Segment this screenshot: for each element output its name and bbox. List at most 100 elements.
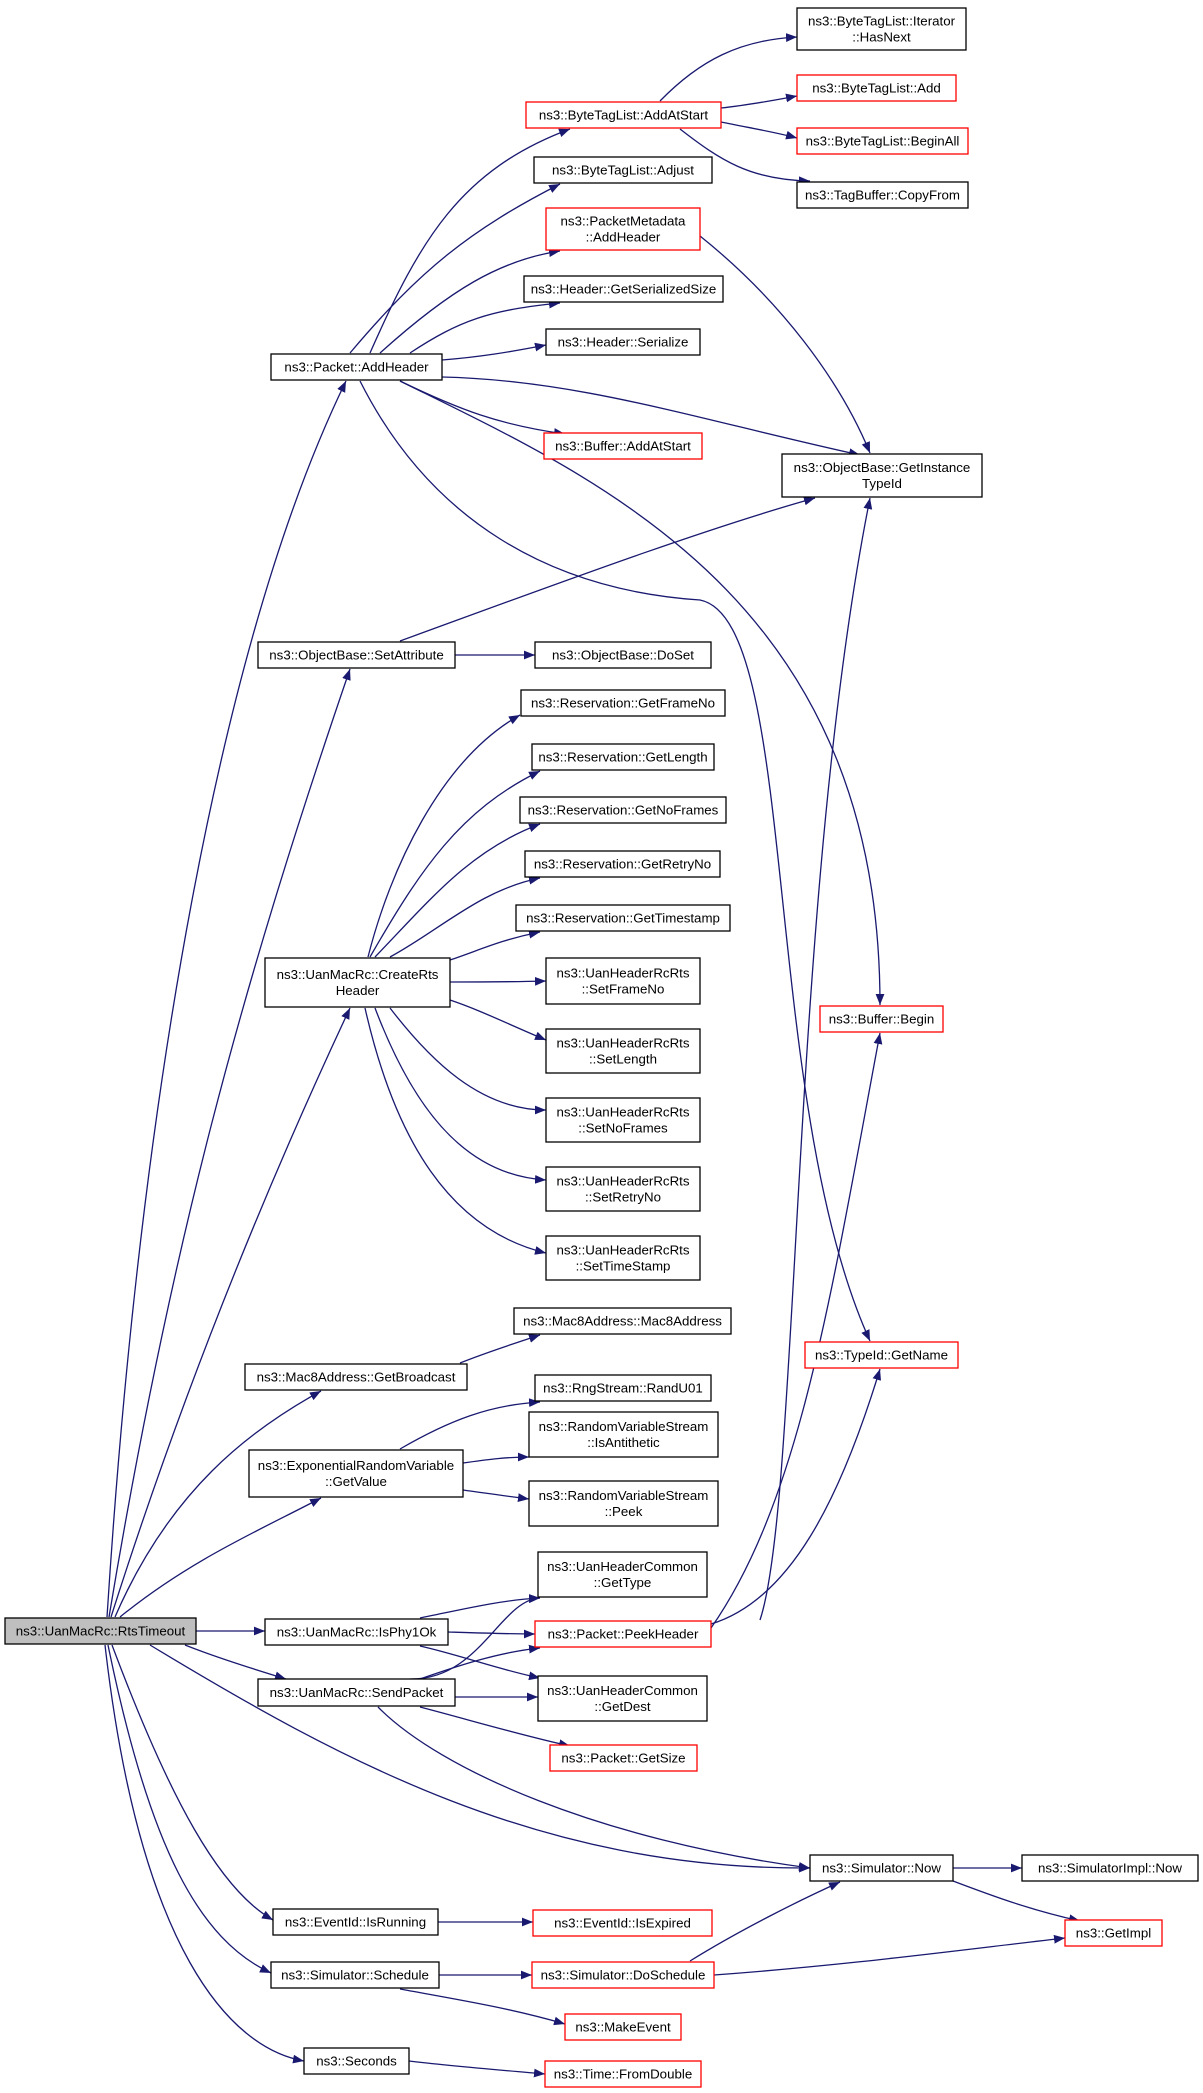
node-n4[interactable]: ns3::ByteTagList::Add [796,74,957,102]
edge-n34-to-n36 [447,1629,536,1639]
node-n16[interactable]: ns3::ObjectBase::DoSet [534,641,712,669]
node-box [534,1374,712,1402]
node-label-line: ns3::ByteTagList::AddAtStart [539,108,709,123]
node-n47[interactable]: ns3::MakeEvent [564,2013,682,2041]
node-n28[interactable]: ns3::Mac8Address::GetBroadcast [244,1363,468,1391]
node-n45[interactable]: ns3::Simulator::Schedule [270,1961,440,1989]
edge-arrow [389,1007,547,1115]
edge-arrow [409,299,561,354]
edge-n46-to-n42 [713,1934,1066,1976]
edge-n36-to-n9 [759,497,873,1621]
node-n12[interactable]: ns3::Buffer::AddAtStart [543,432,703,460]
node-n43[interactable]: ns3::EventId::IsRunning [272,1908,439,1936]
node-n3[interactable]: ns3::ByteTagList::Iterator::HasNext [796,7,967,51]
node-n31[interactable]: ns3::RngStream::RandU01 [534,1374,712,1402]
node-n5[interactable]: ns3::ByteTagList::BeginAll [796,127,969,155]
node-n49[interactable]: ns3::Time::FromDouble [544,2060,702,2088]
node-box [515,904,731,932]
node-label-line: ns3::RandomVariableStream [539,1488,709,1503]
node-n24[interactable]: ns3::UanHeaderRcRts::SetLength [545,1028,701,1074]
edge-n17-to-n23 [449,976,547,986]
node-n27[interactable]: ns3::UanHeaderRcRts::SetTimeStamp [545,1235,701,1281]
edge-n2-to-n6 [679,128,811,186]
edge-arrow [369,128,571,354]
edge-n1-to-n14 [359,380,871,1342]
node-n39[interactable]: ns3::Packet::GetSize [549,1744,698,1772]
edge-root-to-n17 [110,1007,351,1618]
node-n29[interactable]: ns3::Mac8Address::Mac8Address [513,1307,732,1335]
node-n7[interactable]: ns3::ByteTagList::Adjust [533,156,713,184]
node-n37[interactable]: ns3::UanMacRc::SendPacket [257,1678,456,1707]
node-label-line: ns3::Reservation::GetTimestamp [526,911,720,926]
node-n35[interactable]: ns3::UanHeaderCommon::GetType [537,1551,708,1598]
node-n48[interactable]: ns3::Seconds [303,2047,410,2075]
node-n46[interactable]: ns3::Simulator::DoSchedule [531,1961,715,1989]
node-box [809,1854,954,1882]
node-box [796,181,969,209]
node-n33[interactable]: ns3::RandomVariableStream::Peek [528,1480,719,1527]
node-n21[interactable]: ns3::Reservation::GetRetryNo [524,850,721,878]
node-n38[interactable]: ns3::UanHeaderCommon::GetDest [537,1675,708,1722]
node-n14[interactable]: ns3::TypeId::GetName [804,1341,959,1369]
node-n10[interactable]: ns3::Header::GetSerializedSize [523,275,724,303]
node-label-line: ::AddHeader [586,230,661,245]
node-box [264,957,451,1008]
node-box [520,689,726,717]
node-n25[interactable]: ns3::UanHeaderRcRts::SetNoFrames [545,1097,701,1143]
node-n11[interactable]: ns3::Header::Serialize [545,328,701,356]
node-box [534,1620,712,1648]
node-n41[interactable]: ns3::SimulatorImpl::Now [1021,1854,1199,1882]
node-label-line: Header [336,983,380,998]
node-n26[interactable]: ns3::UanHeaderRcRts::SetRetryNo [545,1166,701,1212]
edge-root-to-n15 [108,668,351,1618]
node-n1[interactable]: ns3::Packet::AddHeader [270,353,443,381]
node-label-line: ns3::UanMacRc::RtsTimeout [16,1624,186,1639]
node-label-line: ns3::ByteTagList::Add [812,81,941,96]
node-n15[interactable]: ns3::ObjectBase::SetAttribute [257,641,456,669]
edge-n48-to-n49 [408,2060,546,2078]
node-n19[interactable]: ns3::Reservation::GetLength [531,743,715,771]
node-n36[interactable]: ns3::Packet::PeekHeader [534,1620,712,1648]
node-n8[interactable]: ns3::PacketMetadata::AddHeader [545,207,701,251]
node-label-line: ns3::Reservation::GetLength [538,750,707,765]
node-n20[interactable]: ns3::Reservation::GetNoFrames [519,796,727,824]
node-n42[interactable]: ns3::GetImpl [1064,1919,1163,1947]
node-box [303,2047,410,2075]
node-box [244,1363,468,1391]
node-label-line: ns3::Reservation::GetRetryNo [534,857,711,872]
node-n2[interactable]: ns3::ByteTagList::AddAtStart [525,101,722,129]
edge-n17-to-n20 [374,823,541,958]
node-n34[interactable]: ns3::UanMacRc::IsPhy1Ok [264,1618,449,1646]
node-n13[interactable]: ns3::Buffer::Begin [819,1005,944,1033]
edge-arrow [419,1645,541,1681]
node-box [248,1449,464,1498]
node-label-line: ns3::UanMacRc::SendPacket [270,1685,444,1700]
node-n40[interactable]: ns3::Simulator::Now [809,1854,954,1882]
node-n22[interactable]: ns3::Reservation::GetTimestamp [515,904,731,932]
node-label-line: ::SetNoFrames [578,1121,668,1136]
edge-arrow [399,496,816,642]
node-label-line: ns3::Time::FromDouble [554,2067,692,2082]
node-n32[interactable]: ns3::RandomVariableStream::IsAntithetic [528,1411,719,1458]
edge-n8-to-n9 [699,235,871,454]
node-n18[interactable]: ns3::Reservation::GetFrameNo [520,689,726,717]
node-n44[interactable]: ns3::EventId::IsExpired [532,1909,713,1937]
node-n6[interactable]: ns3::TagBuffer::CopyFrom [796,181,969,209]
node-box [513,1307,732,1335]
node-box [528,1480,719,1527]
edge-arrow [679,128,811,186]
node-n23[interactable]: ns3::UanHeaderRcRts::SetFrameNo [545,957,701,1005]
edge-arrow [108,668,351,1618]
edge-arrow [409,1594,541,1680]
node-label-line: ns3::MakeEvent [575,2020,671,2035]
node-root[interactable]: ns3::UanMacRc::RtsTimeout [4,1617,197,1645]
edge-root-to-n30 [119,1497,322,1618]
node-label-line: ns3::Packet::PeekHeader [548,1627,699,1642]
node-layer: ns3::UanMacRc::RtsTimeout ns3::Packet::Ad… [4,7,1199,2088]
node-n30[interactable]: ns3::ExponentialRandomVariable::GetValue [248,1449,464,1498]
node-box [537,1675,708,1722]
edge-arrow [349,183,561,354]
